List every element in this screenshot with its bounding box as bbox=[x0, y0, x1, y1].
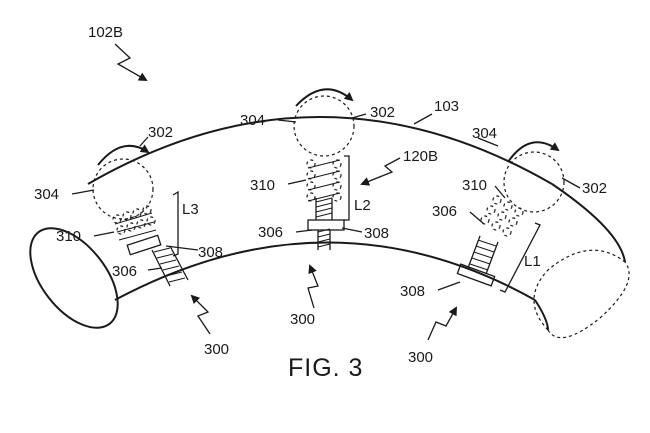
label-302-middle: 302 bbox=[370, 104, 395, 121]
left-collar bbox=[126, 234, 162, 256]
left-ball-joint bbox=[92, 158, 154, 220]
label-l3: L3 bbox=[182, 201, 199, 218]
left-upper-spring bbox=[112, 205, 157, 241]
label-120b: 120B bbox=[403, 148, 438, 165]
reference-labels: 102B 103 120B 304 302 302 304 310 308 30… bbox=[34, 24, 607, 366]
middle-lower-spring bbox=[317, 228, 331, 250]
label-306-left: 306 bbox=[112, 263, 137, 280]
middle-upper-spring bbox=[306, 159, 342, 202]
label-103: 103 bbox=[434, 98, 459, 115]
label-310-left: 310 bbox=[56, 228, 81, 245]
label-306-right: 306 bbox=[432, 203, 457, 220]
curved-tube-body bbox=[29, 116, 630, 339]
label-310-right: 310 bbox=[462, 177, 487, 194]
left-actuator-assembly bbox=[92, 144, 189, 287]
leader-lines bbox=[71, 43, 581, 341]
label-102b: 102B bbox=[88, 24, 123, 41]
label-308-right: 308 bbox=[400, 283, 425, 300]
right-lower-spring bbox=[467, 235, 499, 275]
label-300-right: 300 bbox=[408, 349, 433, 366]
label-l1: L1 bbox=[524, 253, 541, 270]
middle-lower-spring-upper bbox=[315, 197, 333, 220]
middle-ball-joint bbox=[293, 95, 355, 157]
label-304-middle: 304 bbox=[240, 112, 265, 129]
label-308-left: 308 bbox=[198, 244, 223, 261]
label-300-left: 300 bbox=[204, 341, 229, 358]
label-l2: L2 bbox=[354, 197, 371, 214]
figure-caption: FIG. 3 bbox=[288, 354, 363, 382]
label-302-left: 302 bbox=[148, 124, 173, 141]
middle-rotation-arrow-icon bbox=[295, 88, 354, 107]
label-310-middle: 310 bbox=[250, 177, 275, 194]
right-actuator-assembly bbox=[456, 141, 565, 293]
label-304-left: 304 bbox=[34, 186, 59, 203]
label-300-middle: 300 bbox=[290, 311, 315, 328]
right-ball-joint bbox=[503, 151, 565, 213]
middle-collar bbox=[307, 219, 345, 231]
left-rotation-arrow-icon bbox=[97, 144, 150, 166]
right-rotation-arrow-icon bbox=[507, 141, 560, 163]
right-upper-spring bbox=[480, 195, 524, 237]
label-304-right: 304 bbox=[472, 125, 497, 142]
label-302-right: 302 bbox=[582, 180, 607, 197]
label-308-middle: 308 bbox=[364, 225, 389, 242]
label-306-middle: 306 bbox=[258, 224, 283, 241]
middle-actuator-assembly bbox=[293, 88, 355, 250]
right-collar bbox=[456, 263, 496, 287]
